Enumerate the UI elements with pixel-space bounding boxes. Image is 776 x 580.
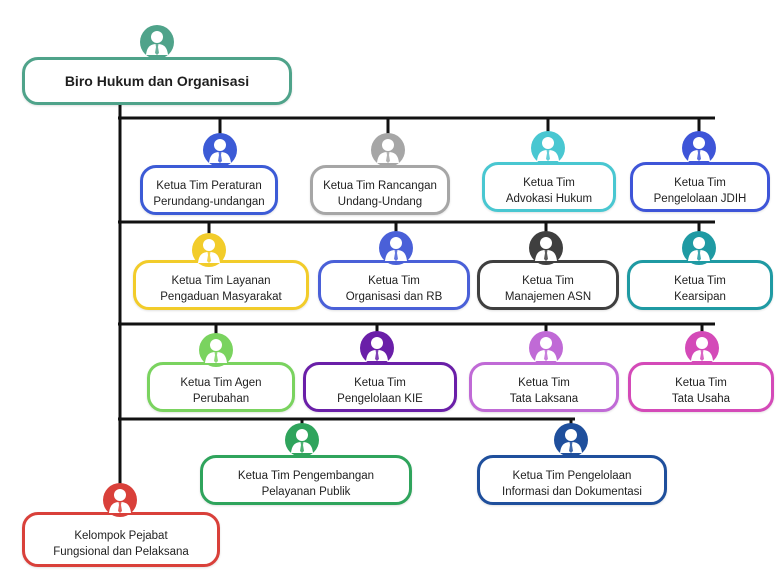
person-icon	[191, 232, 227, 268]
node-laksana: Ketua Tim Tata Laksana	[469, 362, 619, 412]
node-label: Ketua Tim Pengembangan Pelayanan Publik	[237, 470, 375, 498]
person-icon	[528, 330, 564, 366]
node-rancangan: Ketua Tim Rancangan Undang-Undang	[310, 165, 450, 215]
node-label: Kelompok Pejabat Fungsional dan Pelaksan…	[53, 529, 189, 558]
node-label: Ketua Tim Pengelolaan Informasi dan Doku…	[502, 470, 642, 498]
person-icon	[102, 482, 138, 518]
node-label: Ketua Tim Agen Perubahan	[180, 377, 262, 405]
node-label: Ketua Tim Organisasi dan RB	[345, 275, 443, 303]
person-icon	[284, 422, 320, 458]
node-usaha: Ketua Tim Tata Usaha	[628, 362, 774, 412]
node-jdih: Ketua Tim Pengelolaan JDIH	[630, 162, 770, 212]
node-label: Ketua Tim Layanan Pengaduan Masyarakat	[160, 275, 282, 303]
node-kie: Ketua Tim Pengelolaan KIE	[303, 362, 457, 412]
node-label: Ketua Tim Pengelolaan KIE	[337, 377, 423, 405]
node-label: Biro Hukum dan Organisasi	[64, 72, 250, 89]
person-icon	[370, 132, 406, 168]
node-agen: Ketua Tim Agen Perubahan	[147, 362, 295, 412]
person-icon	[378, 230, 414, 266]
node-root: Biro Hukum dan Organisasi	[22, 57, 292, 105]
node-label: Ketua Tim Tata Laksana	[509, 377, 579, 405]
person-icon	[528, 230, 564, 266]
person-icon	[553, 422, 589, 458]
person-icon	[684, 330, 720, 366]
node-label: Ketua Tim Pengelolaan JDIH	[653, 177, 747, 205]
node-label: Ketua Tim Rancangan Undang-Undang	[323, 180, 437, 208]
person-icon	[681, 130, 717, 166]
node-informasi: Ketua Tim Pengelolaan Informasi dan Doku…	[477, 455, 667, 505]
node-label: Ketua Tim Advokasi Hukum	[505, 177, 593, 205]
node-label: Ketua Tim Kearsipan	[674, 275, 726, 303]
person-icon	[359, 330, 395, 366]
node-label: Ketua Tim Tata Usaha	[671, 377, 731, 405]
node-pelayanan: Ketua Tim Pengembangan Pelayanan Publik	[200, 455, 412, 505]
node-label: Ketua Tim Manajemen ASN	[504, 275, 592, 303]
person-icon	[139, 24, 175, 60]
person-icon	[198, 332, 234, 368]
node-organisasi: Ketua Tim Organisasi dan RB	[318, 260, 470, 310]
person-icon	[202, 132, 238, 168]
node-peraturan: Ketua Tim Peraturan Perundang-undangan	[140, 165, 278, 215]
node-fungsional: Kelompok Pejabat Fungsional dan Pelaksan…	[22, 512, 220, 567]
person-icon	[681, 230, 717, 266]
node-kearsipan: Ketua Tim Kearsipan	[627, 260, 773, 310]
node-advokasi: Ketua Tim Advokasi Hukum	[482, 162, 616, 212]
person-icon	[530, 130, 566, 166]
node-label: Ketua Tim Peraturan Perundang-undangan	[153, 180, 265, 208]
node-asn: Ketua Tim Manajemen ASN	[477, 260, 619, 310]
